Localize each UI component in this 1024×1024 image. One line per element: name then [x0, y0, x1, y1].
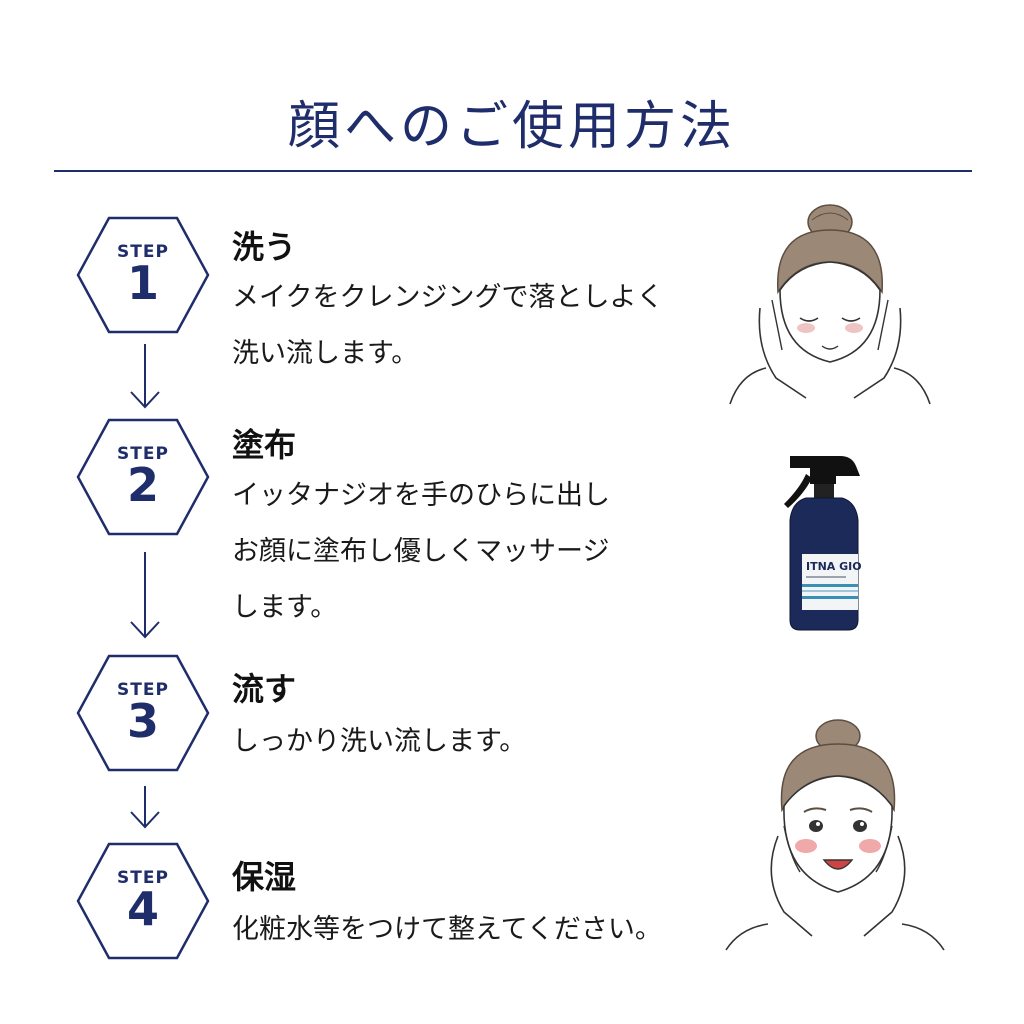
step-2-description: イッタナジオを手のひらに出し お顔に塗布し優しくマッサージ します。: [232, 468, 702, 636]
step-2-line-2: お顔に塗布し優しくマッサージ: [232, 536, 610, 567]
step-1-line-1: メイクをクレンジングで落としよく: [232, 282, 664, 313]
step-3-heading: 流す: [232, 670, 297, 708]
page-title: 顔へのご使用方法: [287, 97, 736, 157]
step-4-line-1: 化粧水等をつけて整えてください。: [232, 914, 662, 945]
step-4-description: 化粧水等をつけて整えてください。: [232, 902, 702, 958]
step-2-line-3: します。: [232, 592, 338, 623]
step-3-badge-label: STEP: [117, 680, 169, 700]
step-4-heading: 保湿: [232, 858, 297, 896]
step-2-badge: STEP 2: [76, 418, 210, 536]
step-1-badge-label: STEP: [117, 242, 169, 262]
step-3-badge: STEP 3: [76, 654, 210, 772]
step-2-badge-label: STEP: [117, 444, 169, 464]
step-2-heading: 塗布: [232, 426, 297, 464]
step-2-number: 2: [126, 458, 159, 512]
down-arrow-icon: [128, 344, 162, 410]
step-3-number: 3: [126, 694, 159, 748]
step-1-number: 1: [126, 256, 159, 310]
spray-bottle-illustration: ITNA GIO: [776, 450, 876, 638]
step-4-number: 4: [126, 882, 159, 936]
step-2-line-1: イッタナジオを手のひらに出し: [232, 480, 610, 511]
step-4-badge-label: STEP: [117, 868, 169, 888]
step-1-badge: STEP 1: [76, 216, 210, 334]
step-1-line-2: 洗い流します。: [232, 338, 419, 369]
title-divider: [54, 170, 972, 172]
step-4-badge: STEP 4: [76, 842, 210, 960]
product-label: ITNA GIO: [806, 560, 862, 573]
down-arrow-icon: [128, 552, 162, 640]
step-3-description: しっかり洗い流します。: [232, 714, 702, 770]
step-1-description: メイクをクレンジングで落としよく 洗い流します。: [232, 270, 702, 382]
step-3-line-1: しっかり洗い流します。: [232, 726, 527, 757]
step-1-heading: 洗う: [232, 228, 297, 266]
down-arrow-icon: [128, 786, 162, 830]
smiling-face-illustration: [720, 716, 950, 956]
face-washing-illustration: [720, 200, 940, 414]
